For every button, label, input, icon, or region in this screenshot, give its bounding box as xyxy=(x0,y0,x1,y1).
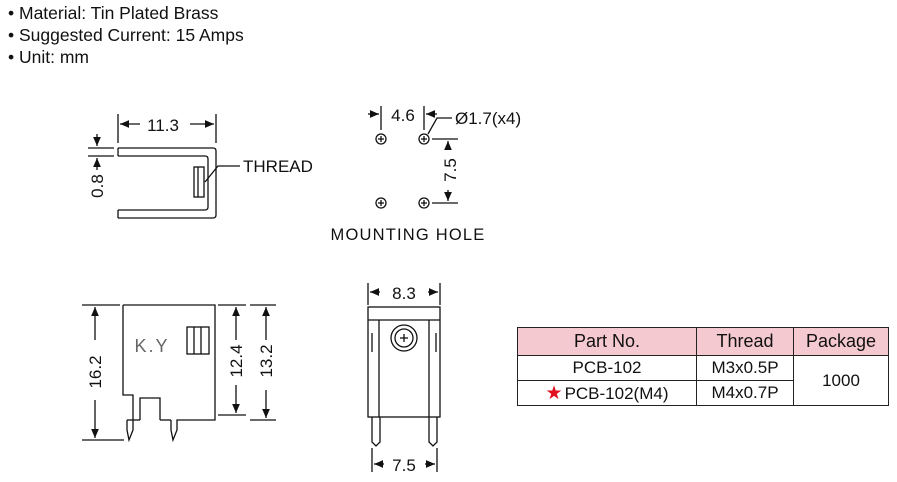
thread-cell: M4x0.7P xyxy=(696,380,794,406)
front-height-inner: 12.4 xyxy=(227,344,246,377)
hole-spacing-x: 4.6 xyxy=(391,106,415,125)
spec-list: • Material: Tin Plated Brass • Suggested… xyxy=(8,2,244,68)
part-cell: PCB-102 xyxy=(517,355,697,381)
side-view: 11.3 0.8 THREAD xyxy=(88,114,313,219)
part-cell: ★PCB-102(M4) xyxy=(517,380,697,406)
hole-top-left xyxy=(375,133,387,145)
header-package: Package xyxy=(793,327,889,356)
front-view: K.Y 16.2 12.4 13.2 xyxy=(82,304,276,443)
end-view: 8.3 7.5 xyxy=(367,283,441,475)
table-row: PCB-102 M3x0.5P 1000 xyxy=(517,355,889,406)
end-width-top: 8.3 xyxy=(392,284,416,303)
hole-bottom-right xyxy=(418,197,430,209)
header-part-no: Part No. xyxy=(517,327,697,356)
side-thickness-dim: 0.8 xyxy=(88,174,107,198)
front-height-body: 13.2 xyxy=(257,344,276,377)
spec-unit: • Unit: mm xyxy=(8,47,89,67)
hole-diameter: Ø1.7(x4) xyxy=(455,109,521,128)
star-icon: ★ xyxy=(545,382,563,404)
front-height-total: 16.2 xyxy=(86,355,105,388)
part-table: Part No. Thread Package PCB-102 M3x0.5P … xyxy=(517,327,889,406)
table-header-row: Part No. Thread Package xyxy=(517,327,889,356)
front-marking: K.Y xyxy=(134,336,169,356)
package-cell: 1000 xyxy=(793,355,889,406)
thread-label: THREAD xyxy=(243,157,313,176)
side-width-dim: 11.3 xyxy=(147,116,179,135)
mounting-hole-pattern: 4.6 Ø1.7(x4) 7.5 MOUNTING HOLE xyxy=(331,106,521,244)
spec-material: • Material: Tin Plated Brass xyxy=(8,3,219,23)
end-width-bottom: 7.5 xyxy=(392,456,416,475)
thread-cell: M3x0.5P xyxy=(696,355,794,381)
hole-spacing-y: 7.5 xyxy=(441,158,460,182)
spec-current: • Suggested Current: 15 Amps xyxy=(8,25,244,45)
header-thread: Thread xyxy=(696,327,794,356)
hole-top-right xyxy=(418,133,430,145)
mounting-hole-caption: MOUNTING HOLE xyxy=(331,226,486,244)
hole-bottom-left xyxy=(375,197,387,209)
table-row: ★PCB-102(M4) M4x0.7P xyxy=(517,380,889,406)
